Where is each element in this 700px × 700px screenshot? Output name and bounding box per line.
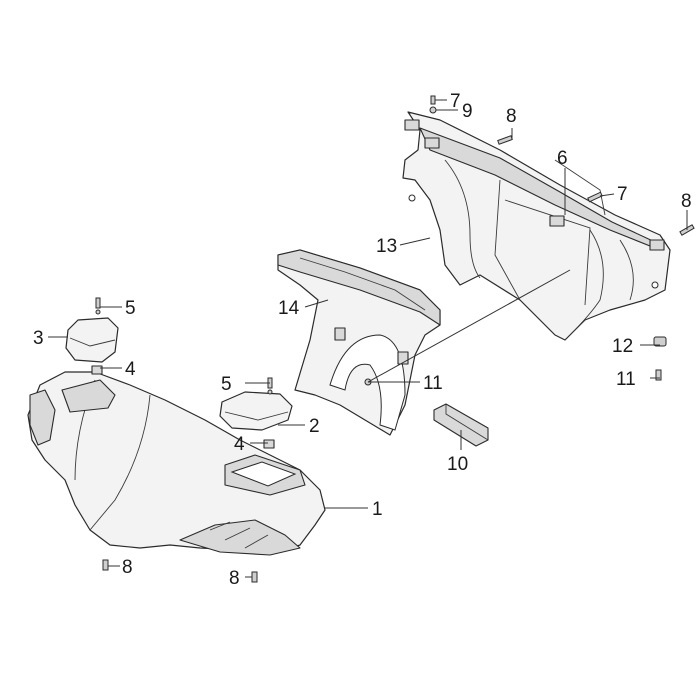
mounting-tab [649, 239, 665, 251]
callout-7: 7 [450, 91, 461, 112]
clip [549, 215, 565, 227]
clip-left [91, 365, 103, 375]
callout-11: 11 [616, 369, 636, 390]
callout-5: 5 [125, 298, 136, 319]
leader-lines [48, 99, 688, 578]
cover-plate-left [65, 317, 119, 363]
callout-12: 12 [612, 336, 633, 357]
callout-8: 8 [506, 106, 517, 127]
clip-right [263, 439, 275, 449]
clip [397, 351, 409, 365]
foam-pad [433, 403, 489, 447]
clip [334, 327, 346, 341]
callout-7: 7 [617, 184, 628, 205]
cover-plate-right [219, 391, 293, 431]
mounting-tab [424, 137, 440, 149]
callout-8: 8 [229, 568, 240, 589]
callout-labels: 1 2 3 4 4 5 5 6 7 7 8 8 8 8 9 10 11 11 1… [33, 91, 692, 589]
callout-11: 11 [423, 373, 443, 394]
spacer [653, 336, 667, 347]
screw-hole [651, 281, 659, 289]
callout-8: 8 [122, 557, 133, 578]
mounting-tab [404, 119, 420, 131]
callout-13: 13 [376, 236, 397, 257]
callout-4: 4 [125, 359, 136, 380]
rear-handlebar-cover [402, 111, 671, 341]
callout-1: 1 [372, 499, 383, 520]
callout-3: 3 [33, 328, 44, 349]
callout-14: 14 [278, 298, 300, 319]
front-handlebar-cover [27, 371, 326, 556]
callout-10: 10 [447, 454, 468, 475]
inner-shroud [277, 249, 441, 436]
callout-6: 6 [557, 148, 568, 169]
callout-9: 9 [462, 101, 473, 122]
callout-5: 5 [221, 374, 232, 395]
screw-hole [408, 194, 416, 202]
callout-4: 4 [234, 434, 245, 455]
callout-2: 2 [309, 416, 320, 437]
callout-8: 8 [681, 191, 692, 212]
